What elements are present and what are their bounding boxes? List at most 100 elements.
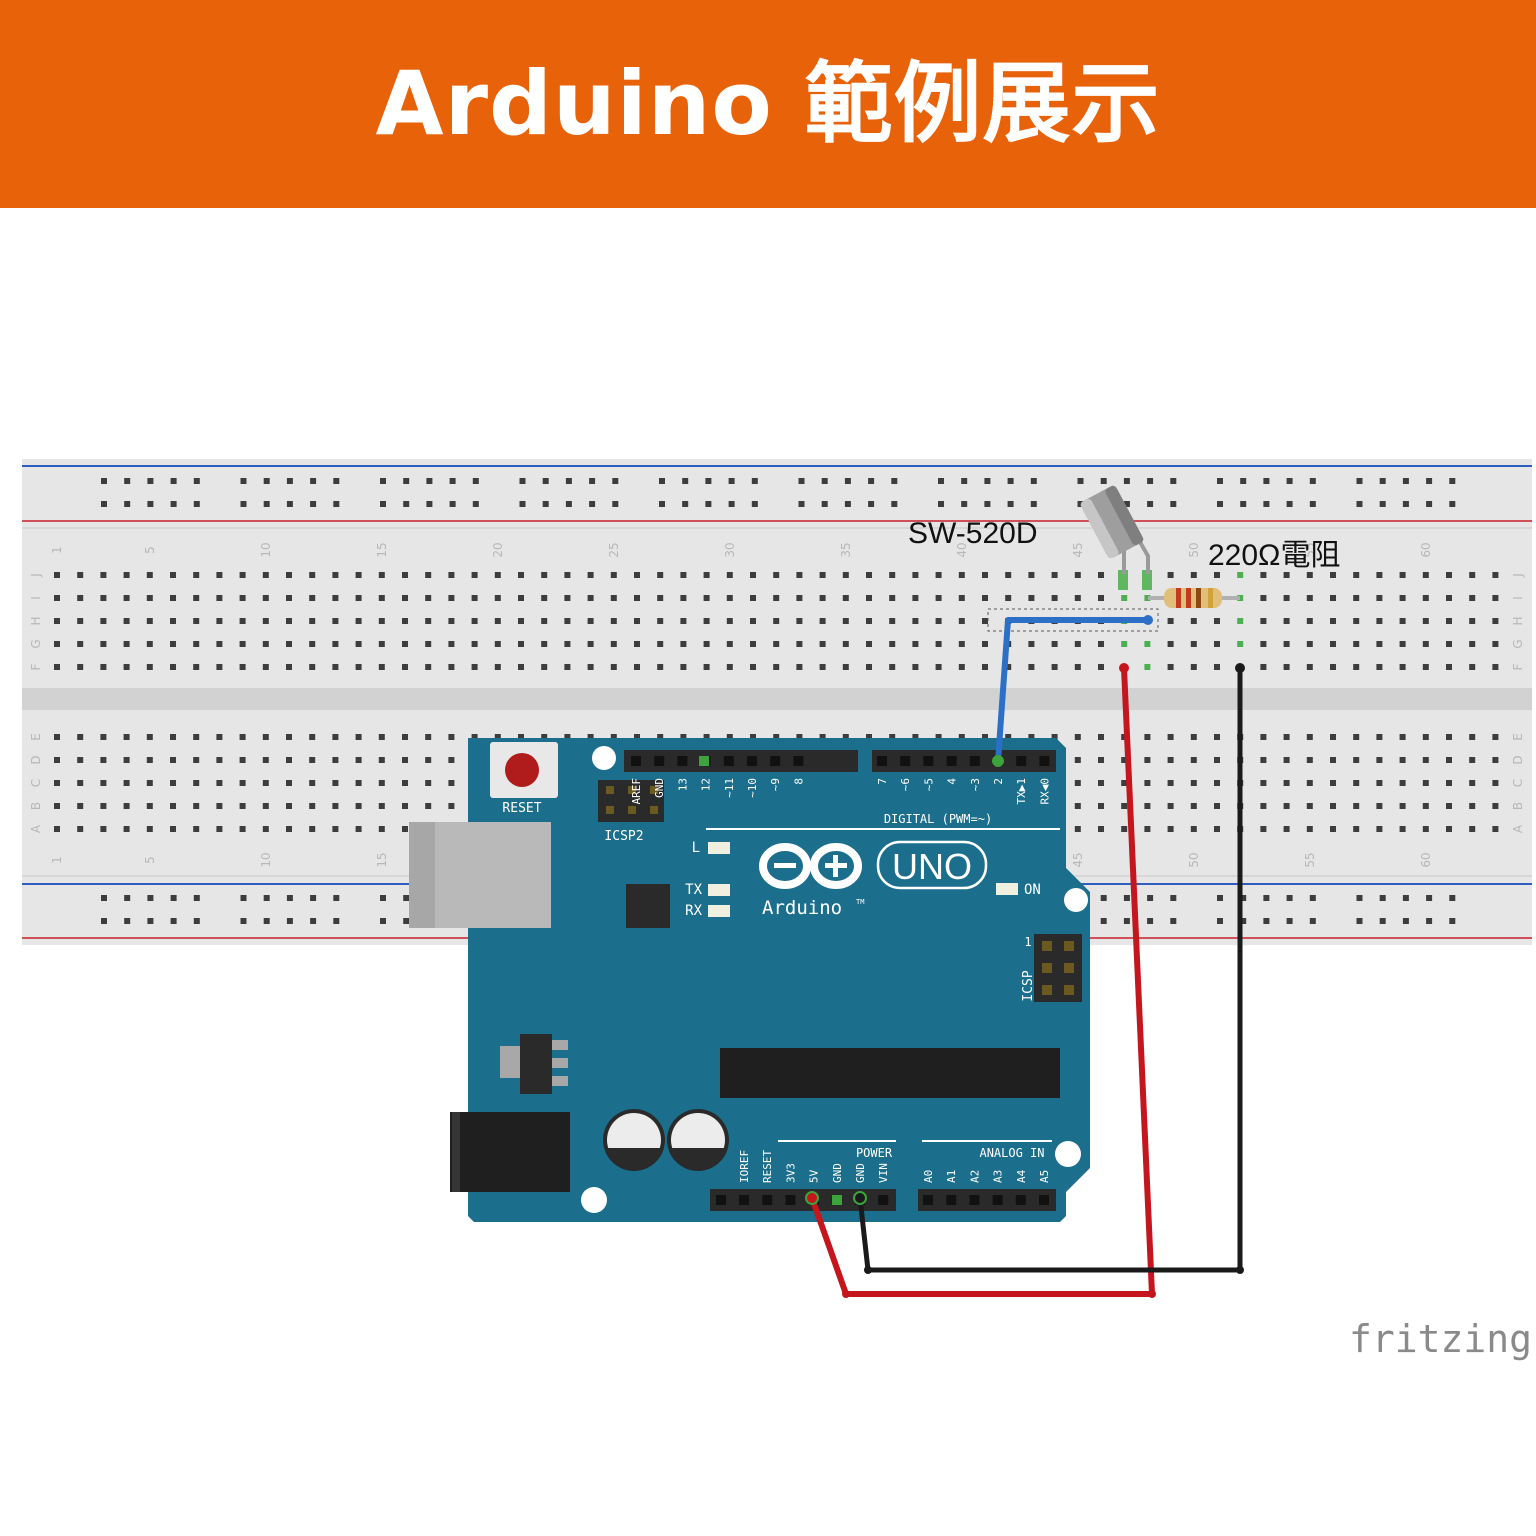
- pin-socket[interactable]: [992, 1195, 1003, 1205]
- rail-hole: [1030, 501, 1037, 507]
- tilt-sensor-label: SW-520D: [908, 517, 1038, 550]
- breadboard-hole: [1237, 595, 1244, 601]
- rail-hole: [333, 895, 340, 901]
- breadboard-hole: [1214, 572, 1220, 578]
- breadboard-hole: [1376, 826, 1383, 832]
- pin-socket[interactable]: [969, 756, 980, 766]
- breadboard-hole: [1283, 734, 1290, 740]
- logo-tm: TM: [856, 898, 864, 906]
- breadboard-hole: [1190, 757, 1197, 763]
- pin-label: VIN: [877, 1163, 890, 1183]
- pin-socket[interactable]: [716, 1195, 726, 1205]
- pin-socket[interactable]: [677, 756, 688, 766]
- reset-button[interactable]: [505, 753, 539, 787]
- pin-socket[interactable]: [762, 1195, 773, 1205]
- pin-socket[interactable]: [923, 756, 934, 766]
- rail-hole: [984, 501, 991, 507]
- breadboard-hole: [1469, 734, 1476, 740]
- column-number: 30: [723, 542, 737, 557]
- usb-chip: [626, 884, 670, 928]
- pin-socket[interactable]: [1015, 1195, 1026, 1205]
- breadboard-hole: [146, 803, 153, 809]
- breadboard-hole: [1074, 780, 1081, 786]
- pin-socket[interactable]: [969, 1195, 980, 1205]
- breadboard-hole: [355, 664, 362, 670]
- pin-socket[interactable]: [1039, 1195, 1049, 1205]
- breadboard-hole: [332, 595, 339, 601]
- breadboard-hole: [262, 826, 269, 832]
- pin-socket[interactable]: [793, 756, 804, 766]
- breadboard-hole: [216, 780, 223, 786]
- breadboard-hole: [866, 664, 872, 670]
- pin-socket[interactable]: [946, 756, 957, 766]
- breadboard-hole: [1446, 641, 1452, 647]
- breadboard-hole: [355, 572, 362, 578]
- breadboard-hole: [1492, 757, 1499, 763]
- pin-socket[interactable]: [900, 756, 911, 766]
- breadboard-hole: [1353, 641, 1360, 647]
- pin-socket[interactable]: [723, 756, 734, 766]
- breadboard-hole: [1353, 803, 1360, 809]
- breadboard-hole: [216, 618, 223, 624]
- breadboard-hole: [193, 664, 200, 670]
- breadboard-hole: [657, 664, 664, 670]
- breadboard-hole: [262, 757, 269, 763]
- pin-socket[interactable]: [946, 1195, 957, 1205]
- rail-hole: [798, 478, 805, 484]
- rail-hole: [310, 501, 317, 507]
- breadboard-hole: [796, 664, 803, 670]
- rail-hole: [659, 501, 665, 507]
- row-letter: E: [29, 733, 43, 741]
- breadboard-hole: [1051, 734, 1058, 740]
- pin-socket[interactable]: [747, 756, 757, 766]
- breadboard-hole: [1167, 641, 1174, 647]
- digital-header-label: DIGITAL (PWM=~): [884, 812, 992, 826]
- pin-socket[interactable]: [923, 1195, 933, 1205]
- breadboard-hole: [100, 641, 107, 647]
- pin-socket[interactable]: [785, 1195, 796, 1205]
- breadboard-hole: [355, 618, 362, 624]
- breadboard-hole: [216, 595, 223, 601]
- breadboard-hole: [262, 618, 269, 624]
- resistor-label: 220Ω電阻: [1208, 539, 1340, 572]
- breadboard-hole: [726, 618, 733, 624]
- pin-socket[interactable]: [654, 756, 665, 766]
- breadboard-hole: [866, 572, 872, 578]
- breadboard-hole: [1283, 826, 1290, 832]
- microcontroller-chip: [720, 1048, 1060, 1098]
- breadboard-hole: [1074, 595, 1081, 601]
- breadboard-hole: [355, 757, 362, 763]
- breadboard-hole: [1074, 803, 1081, 809]
- breadboard-hole: [262, 641, 269, 647]
- breadboard-hole: [889, 641, 896, 647]
- breadboard-hole: [819, 595, 826, 601]
- breadboard-hole: [1214, 734, 1220, 740]
- breadboard-hole: [239, 664, 246, 670]
- pin-socket[interactable]: [1016, 756, 1027, 766]
- breadboard-hole: [355, 803, 362, 809]
- mounting-hole: [581, 1187, 607, 1213]
- breadboard-hole: [1469, 595, 1476, 601]
- breadboard-hole: [494, 641, 501, 647]
- rail-hole: [333, 918, 340, 924]
- rail-hole: [844, 478, 851, 484]
- rail-hole: [380, 478, 386, 484]
- breadboard-hole: [1492, 641, 1499, 647]
- breadboard-hole: [123, 572, 130, 578]
- pin-label: 7: [876, 778, 889, 785]
- pin-socket[interactable]: [877, 756, 887, 766]
- pin-socket[interactable]: [878, 1195, 889, 1205]
- breadboard-hole: [100, 572, 107, 578]
- breadboard-hole: [935, 595, 942, 601]
- breadboard-hole: [471, 572, 478, 578]
- breadboard-hole: [866, 618, 872, 624]
- pin-socket[interactable]: [1039, 756, 1050, 766]
- rail-hole: [612, 478, 619, 484]
- pin-socket[interactable]: [739, 1195, 749, 1205]
- breadboard-hole: [564, 572, 571, 578]
- column-number: 1: [50, 856, 64, 864]
- pin-socket[interactable]: [631, 756, 641, 766]
- breadboard-hole: [286, 757, 292, 763]
- breadboard-hole: [54, 826, 60, 832]
- pin-socket[interactable]: [770, 756, 781, 766]
